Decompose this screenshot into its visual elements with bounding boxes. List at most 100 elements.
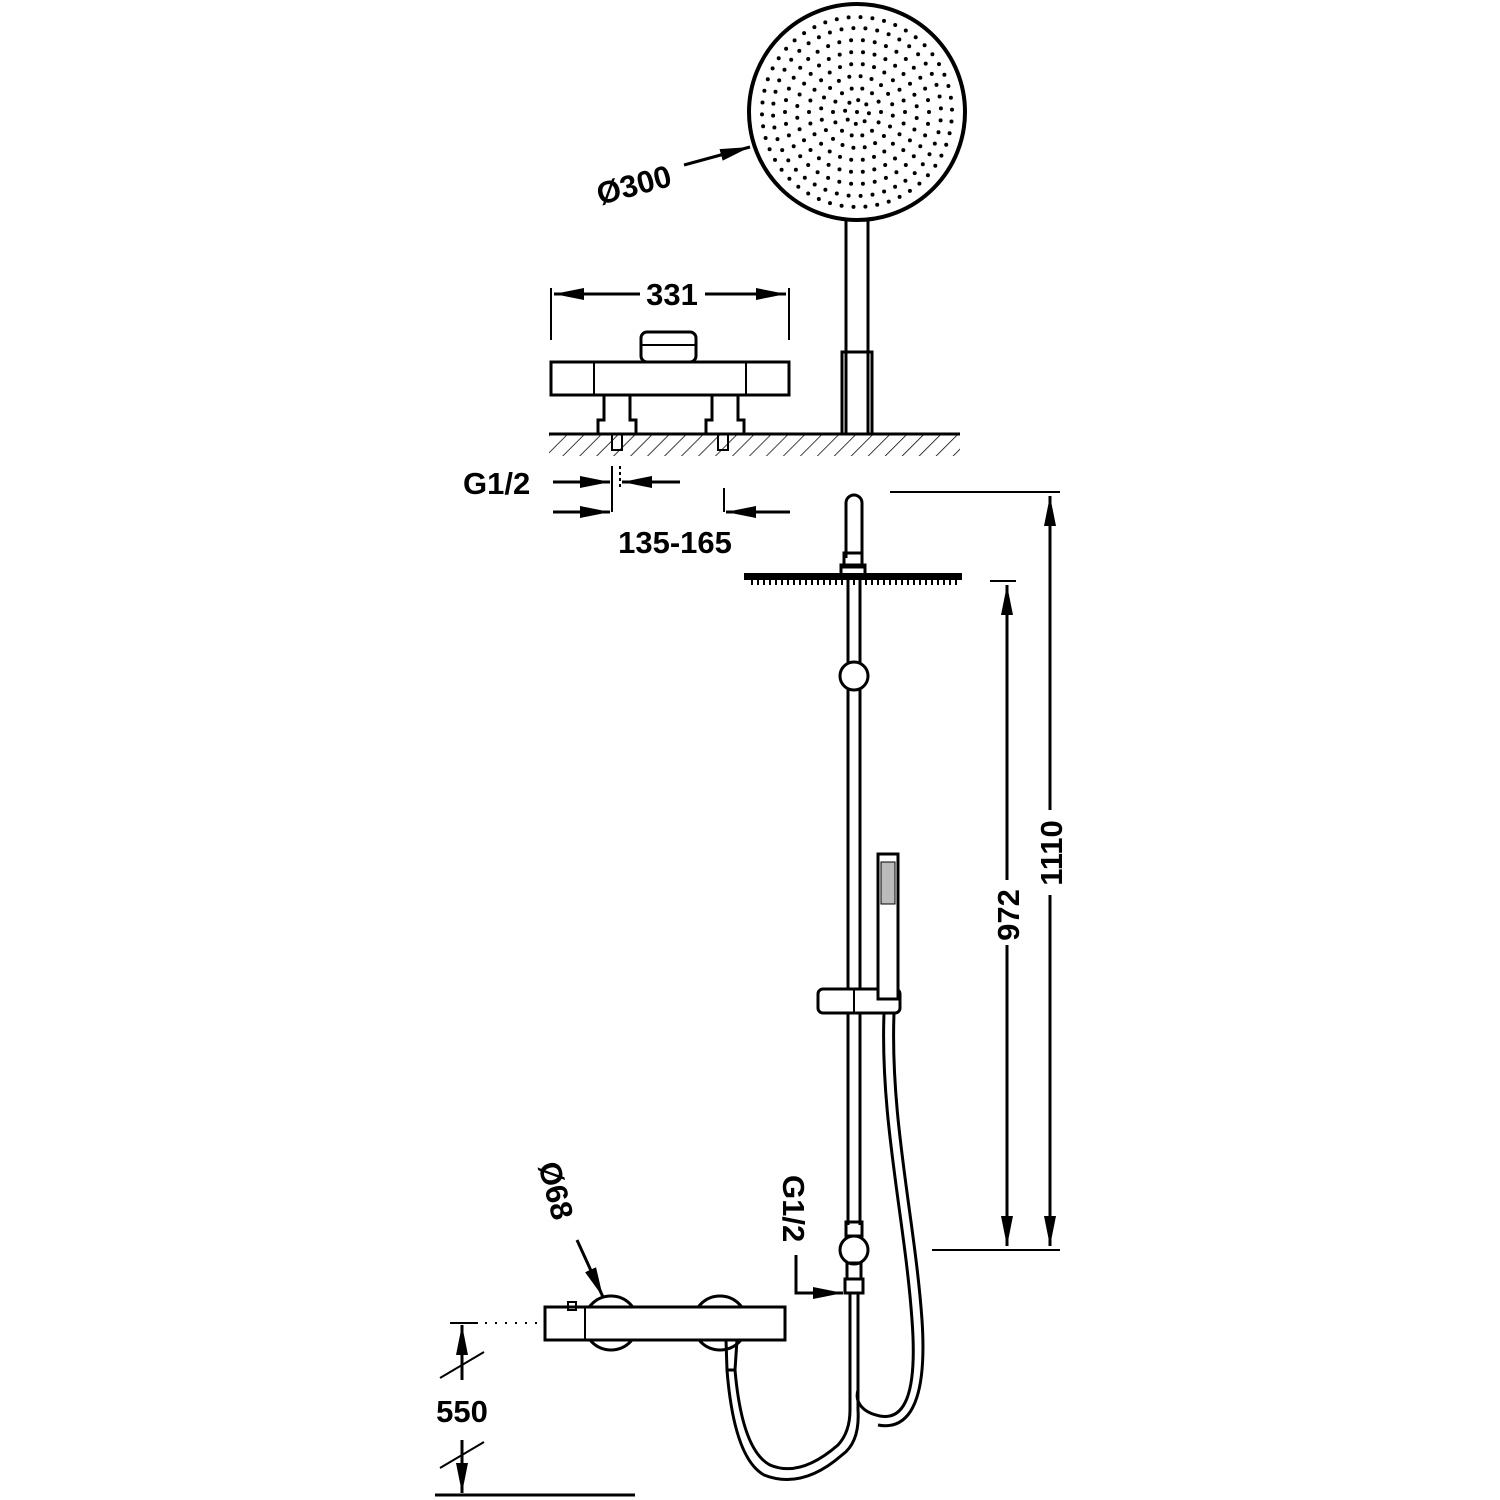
outlet-thread-dimension: G1/2 <box>776 1175 843 1299</box>
nozzle-dot <box>872 52 877 57</box>
nozzle-dot <box>937 94 942 99</box>
nozzle-dot <box>812 182 817 187</box>
nozzle-dot <box>789 57 794 62</box>
nozzle-dot <box>851 145 856 150</box>
nozzle-dot <box>792 38 797 43</box>
nozzle-dot <box>893 63 898 68</box>
nozzle-dot <box>870 128 874 133</box>
nozzle-dot <box>819 106 824 111</box>
nozzle-dot <box>882 189 887 194</box>
head-diameter-label: Ø300 <box>593 158 675 211</box>
nozzle-dot <box>849 133 854 138</box>
nozzle-dot <box>791 144 796 149</box>
nozzle-dot <box>934 82 939 87</box>
nozzle-dot <box>851 26 856 31</box>
nozzle-dot <box>765 77 770 82</box>
nozzle-dot <box>897 37 902 42</box>
mixer-outlet-nozzle <box>724 1339 739 1372</box>
mixer-width-label: 331 <box>646 277 698 312</box>
nozzle-dot <box>879 110 883 114</box>
nozzle-dot <box>925 173 930 178</box>
diverter-knob <box>838 660 870 692</box>
nozzle-dot <box>863 204 868 209</box>
nozzle-dot <box>851 204 856 209</box>
mixer-diameter-label: Ø68 <box>531 1158 580 1224</box>
nozzle-dot <box>912 171 917 176</box>
nozzle-dot <box>855 110 859 114</box>
nozzle-dot <box>933 163 938 168</box>
nozzle-dot <box>833 99 838 104</box>
nozzle-dot <box>926 121 930 126</box>
shower-arm <box>844 218 870 436</box>
nozzle-dot <box>847 100 852 105</box>
nozzle-dot <box>837 167 842 172</box>
nozzle-dot <box>819 117 824 122</box>
nozzle-dot <box>816 156 821 161</box>
nozzle-dot <box>882 70 887 75</box>
head-diameter-leader <box>683 145 751 167</box>
nozzle-dot <box>903 163 908 167</box>
nozzle-dot <box>894 170 899 175</box>
nozzle-dot <box>826 162 831 167</box>
nozzle-dot <box>936 130 941 135</box>
nozzle-dot <box>828 201 832 206</box>
head-height-label: 972 <box>991 889 1026 941</box>
nozzle-dot <box>886 32 891 37</box>
nozzle-dot <box>901 148 906 153</box>
nozzle-dot <box>870 192 875 197</box>
nozzle-dot <box>890 113 895 118</box>
nozzle-dot <box>893 184 898 189</box>
nozzle-dot <box>883 57 888 62</box>
shower-column-front-view <box>725 493 962 1481</box>
nozzle-dot <box>831 136 835 141</box>
nozzle-dot <box>863 26 868 31</box>
nozzle-dot <box>901 121 906 126</box>
nozzle-dot <box>761 124 766 129</box>
nozzle-dot <box>784 98 788 103</box>
nozzle-dot <box>950 107 954 112</box>
nozzle-dot <box>837 40 842 45</box>
nozzle-dot <box>802 31 807 36</box>
wall-section <box>549 432 960 456</box>
nozzle-dot <box>912 92 917 97</box>
nozzle-dot <box>862 119 867 124</box>
nozzle-dot <box>949 119 954 124</box>
nozzle-dot <box>802 175 807 180</box>
nozzle-dot <box>849 157 854 162</box>
left-inlet-connector <box>596 395 638 436</box>
nozzle-dot <box>861 50 865 55</box>
nozzle-dot <box>903 178 908 183</box>
mixer-floor-height-label: 550 <box>436 1394 488 1429</box>
mixer-top-view <box>549 330 791 451</box>
nozzle-dot <box>822 95 826 100</box>
nozzle-dot <box>806 163 811 167</box>
nozzle-dot <box>901 72 906 76</box>
nozzle-dot <box>819 141 824 146</box>
nozzle-dot <box>872 154 876 159</box>
nozzle-dot <box>763 136 768 140</box>
mixer-width-dimension: 331 <box>550 277 790 340</box>
nozzle-dot <box>869 77 874 81</box>
nozzle-dot <box>914 116 919 120</box>
nozzle-dot <box>837 52 842 57</box>
nozzle-dot <box>808 121 813 126</box>
nozzle-dot <box>907 188 912 193</box>
nozzle-dot <box>849 169 853 174</box>
nozzle-dot <box>853 121 858 126</box>
mixer-control-knob <box>639 330 698 364</box>
nozzle-dot <box>918 144 923 149</box>
nozzle-dot <box>923 133 928 138</box>
nozzle-dot <box>883 175 888 180</box>
nozzle-dot <box>911 154 916 159</box>
nozzle-dot <box>897 194 902 199</box>
nozzle-dot <box>870 16 875 21</box>
nozzle-dot <box>808 148 813 152</box>
nozzle-dot <box>872 40 877 45</box>
nozzle-dot <box>918 75 923 80</box>
nozzle-dot <box>847 74 852 79</box>
nozzle-dot <box>840 128 844 133</box>
nozzle-dot <box>872 179 877 184</box>
nozzle-dot <box>840 91 844 96</box>
nozzle-dot <box>937 62 941 67</box>
nozzle-dot <box>870 91 874 96</box>
